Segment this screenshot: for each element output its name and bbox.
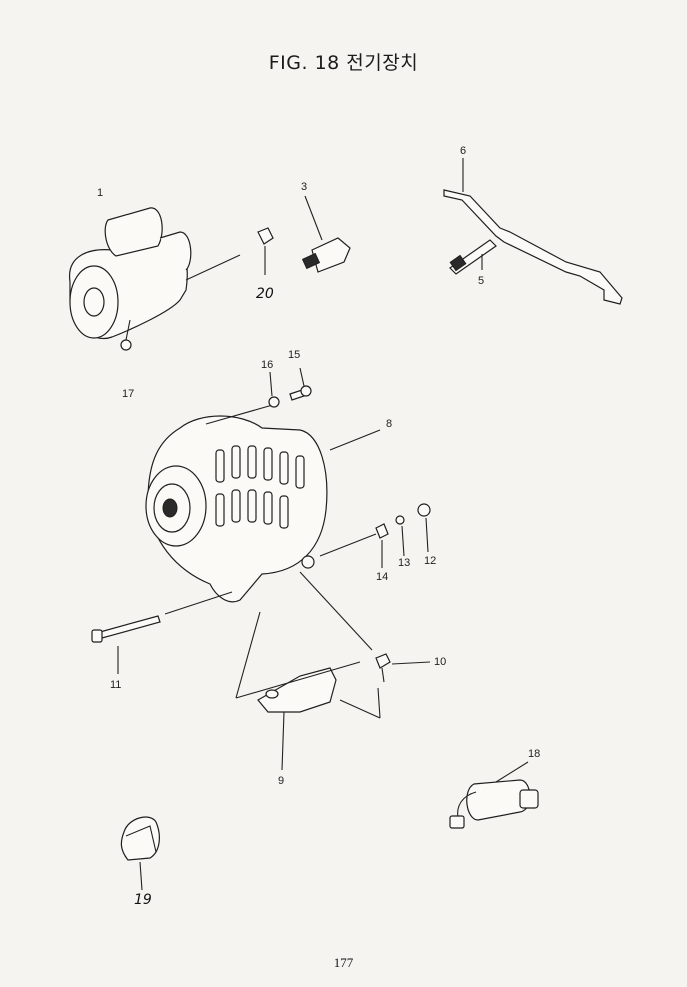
callout-8: 8 <box>386 418 392 430</box>
callout-15: 15 <box>288 349 300 361</box>
rubber-cap-part-19 <box>120 816 160 891</box>
callout-3: 3 <box>301 181 307 193</box>
callout-9: 9 <box>278 775 284 787</box>
washer-part-14 <box>375 523 389 568</box>
callout-18: 18 <box>528 748 540 760</box>
nut-part-20 <box>257 227 274 275</box>
callout-16: 16 <box>261 359 273 371</box>
callout-20: 20 <box>256 286 274 302</box>
nut-part-12 <box>417 503 431 553</box>
callout-1: 1 <box>97 187 103 199</box>
washer-part-16 <box>268 371 280 408</box>
bracket-bar-part <box>443 158 623 305</box>
callout-11: 11 <box>110 679 121 691</box>
callout-5: 5 <box>478 275 484 287</box>
starter-motor-part <box>69 207 241 351</box>
mounting-bracket-part <box>235 571 381 771</box>
long-bolt-part-11 <box>91 591 233 674</box>
figure-title: FIG. 18 전기장치 <box>268 52 419 74</box>
spring-washer-part-13 <box>395 515 405 557</box>
callout-12: 12 <box>424 555 436 567</box>
callout-13: 13 <box>398 557 410 569</box>
glow-plug-part <box>449 239 497 275</box>
alternator-part <box>145 403 381 603</box>
callout-17: 17 <box>122 388 134 400</box>
solenoid-part-18 <box>449 761 539 829</box>
bolt-part-10 <box>375 653 431 683</box>
callout-14: 14 <box>376 571 388 583</box>
callout-6: 6 <box>460 145 466 157</box>
page-number: 177 <box>333 955 354 970</box>
callout-10: 10 <box>434 656 446 668</box>
bolt-part-15 <box>289 367 312 401</box>
pressure-switch-part <box>301 195 351 273</box>
callout-19: 19 <box>134 892 152 908</box>
